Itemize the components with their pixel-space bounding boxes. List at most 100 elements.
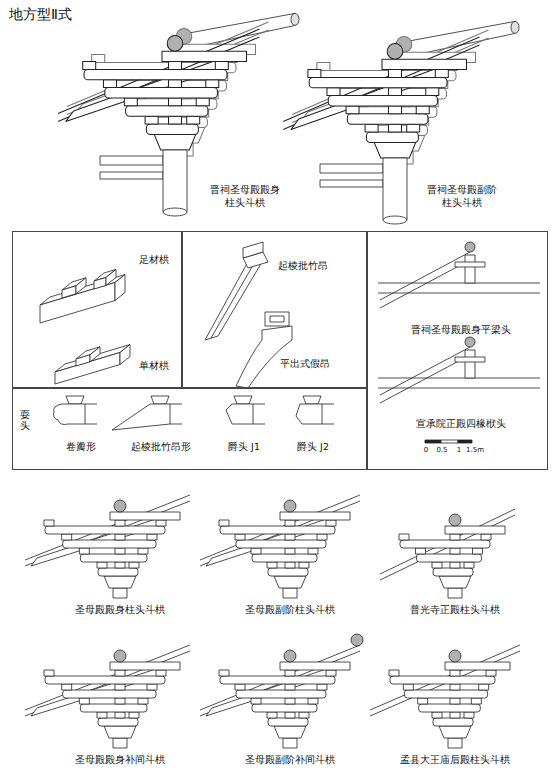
gong-arm xyxy=(220,526,335,534)
roof-line xyxy=(292,38,488,123)
san-dou xyxy=(115,698,125,704)
san-dou xyxy=(169,116,182,124)
purlin xyxy=(465,242,475,252)
gong-arm xyxy=(80,704,147,712)
dou xyxy=(66,396,84,404)
beam xyxy=(280,512,350,520)
purlin xyxy=(449,650,461,662)
san-dou xyxy=(479,684,489,690)
jia-ang xyxy=(236,326,292,388)
bracket xyxy=(455,262,485,267)
san-dou xyxy=(169,62,182,70)
part-label: 足材栱 xyxy=(138,254,170,267)
dou-block xyxy=(76,355,90,366)
san-dou xyxy=(115,562,125,568)
gong-arm xyxy=(309,77,447,87)
san-dou xyxy=(156,520,166,526)
gong-arm xyxy=(390,676,495,684)
purlin-end xyxy=(511,21,519,33)
san-dou xyxy=(147,534,157,540)
roof-line xyxy=(58,29,260,113)
san-dou xyxy=(389,88,402,96)
beam-edge xyxy=(322,404,334,405)
gong-arm xyxy=(252,554,317,562)
san-dou xyxy=(473,548,483,554)
figure-caption: 晋祠圣母殿殿身 柱头斗栱 xyxy=(206,184,284,209)
lu-dou xyxy=(104,726,136,738)
beam xyxy=(110,512,180,520)
lintel xyxy=(100,172,163,179)
lu-dou xyxy=(274,576,306,588)
san-dou xyxy=(285,670,295,676)
san-dou xyxy=(129,712,139,718)
part-label: 爵头 J2 xyxy=(296,441,330,453)
beam xyxy=(445,662,510,670)
column xyxy=(113,588,127,598)
gong-arm xyxy=(400,540,490,548)
san-dou xyxy=(79,548,89,554)
san-dou xyxy=(418,698,428,704)
san-dou xyxy=(450,698,460,704)
roof-line xyxy=(25,495,190,560)
san-dou xyxy=(299,712,309,718)
san-dou xyxy=(285,684,295,690)
dancai-gong xyxy=(55,353,120,385)
san-dou xyxy=(251,548,261,554)
roof-line xyxy=(25,645,190,710)
beam xyxy=(162,51,247,61)
lu-dou xyxy=(374,142,416,158)
panel-box: 耍头卷瓣形起棱批竹昂形爵头 J1爵头 J2 xyxy=(12,388,367,470)
dou-block xyxy=(90,347,100,362)
column xyxy=(113,738,127,748)
san-dou xyxy=(215,62,228,70)
san-dou xyxy=(389,670,399,676)
san-dou xyxy=(317,534,327,540)
beam-edge xyxy=(170,404,182,405)
purlin xyxy=(387,44,403,60)
part-label: 平出式假昂 xyxy=(279,358,331,371)
figure-caption: 圣母殿殿身补间斗栱 xyxy=(74,754,166,767)
san-dou xyxy=(407,124,420,132)
dou xyxy=(303,396,321,404)
gong-arm xyxy=(63,690,156,698)
scale-number: 1.5m xyxy=(465,446,485,455)
roof-line xyxy=(200,501,360,566)
beam xyxy=(110,662,180,670)
san-dou xyxy=(124,98,137,106)
san-dou xyxy=(389,70,402,78)
scale-bar xyxy=(458,440,472,443)
san-dou xyxy=(450,562,460,568)
san-dou xyxy=(435,70,448,78)
san-dou xyxy=(464,562,474,568)
san-dou xyxy=(187,116,200,124)
gong-arm xyxy=(236,690,326,698)
gong-arm xyxy=(347,114,428,124)
san-dou xyxy=(403,684,413,690)
san-dou xyxy=(308,70,321,78)
gong-arm xyxy=(433,568,473,576)
san-dou xyxy=(115,684,125,690)
beam-line xyxy=(378,293,540,294)
san-dou xyxy=(196,98,209,106)
dou-block xyxy=(270,316,284,322)
roof-line xyxy=(380,509,515,574)
figure-caption: 孟县大王庙后殿柱头斗栱 xyxy=(399,754,511,767)
gong-arm xyxy=(433,718,473,726)
column xyxy=(283,588,297,598)
beam-edge xyxy=(85,404,97,405)
scale-number: 0 xyxy=(423,446,429,455)
san-dou xyxy=(481,534,491,540)
column xyxy=(163,150,187,212)
san-dou xyxy=(147,684,157,690)
juetou-end xyxy=(296,404,322,424)
san-dou xyxy=(115,548,125,554)
roof-line xyxy=(292,30,488,114)
figure-caption: 圣母殿副阶柱头斗栱 xyxy=(244,604,336,617)
dou-block xyxy=(265,312,289,326)
part-label: 单材栱 xyxy=(138,360,170,373)
figure-caption: 圣母殿副阶补间斗栱 xyxy=(244,754,336,767)
column-base xyxy=(163,208,187,216)
ang xyxy=(291,64,447,129)
san-dou xyxy=(115,712,125,718)
figure-title: 地方型Ⅱ式 xyxy=(8,6,73,24)
